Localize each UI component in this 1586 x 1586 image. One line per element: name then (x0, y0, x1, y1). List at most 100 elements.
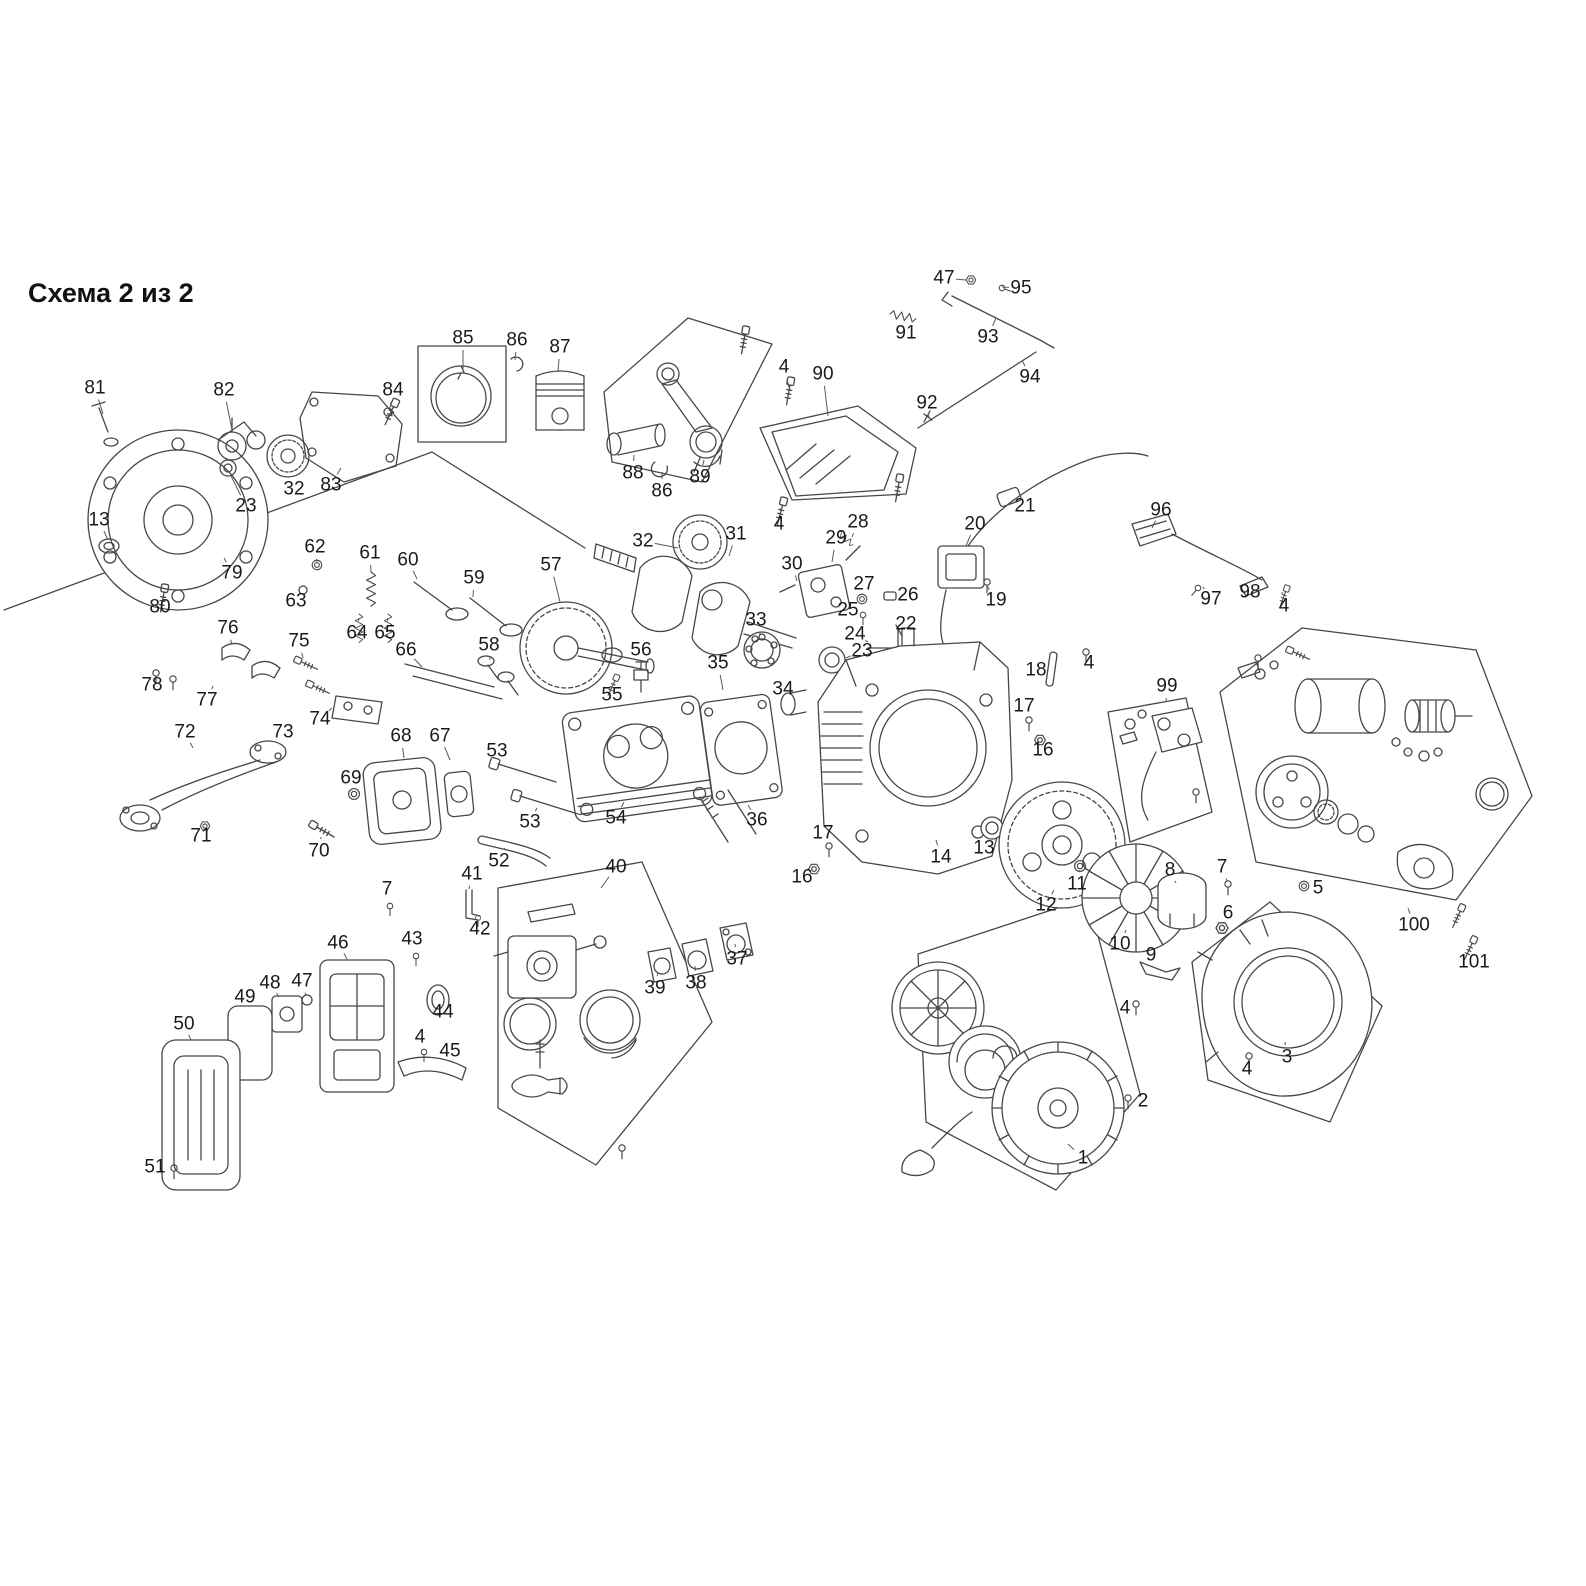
part-label-53: 53 (519, 811, 541, 833)
part-label-45: 45 (439, 1040, 461, 1062)
part-label-17: 17 (1013, 695, 1035, 717)
part-label-89: 89 (689, 466, 711, 488)
part-label-5: 5 (1312, 877, 1324, 899)
drive-housing (1396, 843, 1454, 890)
exhaust-pipe (119, 740, 287, 832)
part-label-16: 16 (1032, 739, 1054, 761)
part-label-56: 56 (630, 639, 652, 661)
piston (535, 370, 585, 431)
part-label-34: 34 (772, 678, 794, 700)
pin-clip-a (510, 356, 524, 372)
construction-lines (3, 317, 1533, 1191)
part-label-12: 12 (1035, 894, 1057, 916)
muffler-gasket (443, 770, 475, 818)
part-label-70: 70 (308, 840, 330, 862)
part-label-39: 39 (644, 977, 666, 999)
part-label-94: 94 (1019, 366, 1041, 388)
part-label-38: 38 (685, 972, 707, 994)
part-label-64: 64 (346, 622, 368, 644)
part-label-72: 72 (174, 721, 196, 743)
part-label-32: 32 (632, 530, 654, 552)
part-label-61: 61 (359, 542, 381, 564)
part-label-2: 2 (1137, 1090, 1149, 1112)
part-label-97: 97 (1200, 588, 1222, 610)
part-label-26: 26 (897, 584, 919, 606)
part-label-27: 27 (853, 573, 875, 595)
air-guide (771, 415, 899, 497)
part-label-71: 71 (190, 825, 212, 847)
part-label-13: 13 (973, 837, 995, 859)
part-label-99: 99 (1156, 675, 1178, 697)
piston-pin (606, 423, 666, 456)
part-label-1: 1 (1077, 1147, 1089, 1169)
part-label-25: 25 (837, 599, 859, 621)
crankshaft (593, 514, 797, 656)
governor-gear (217, 417, 266, 477)
part-label-74: 74 (309, 708, 331, 730)
part-label-100: 100 (1398, 914, 1430, 936)
part-label-51: 51 (144, 1156, 166, 1178)
part-label-32: 32 (283, 478, 305, 500)
rope-handle (901, 1111, 973, 1177)
part-label-49: 49 (234, 986, 256, 1008)
part-label-13: 13 (88, 509, 110, 531)
part-label-4: 4 (1241, 1058, 1253, 1080)
part-label-67: 67 (429, 725, 451, 747)
part-label-65: 65 (374, 622, 396, 644)
part-label-40: 40 (605, 856, 627, 878)
part-label-4: 4 (414, 1026, 426, 1048)
part-label-33: 33 (745, 609, 767, 631)
part-label-78: 78 (141, 674, 163, 696)
part-label-4: 4 (1278, 595, 1290, 617)
part-label-52: 52 (488, 850, 510, 872)
piston-rings (430, 365, 492, 427)
part-label-62: 62 (304, 536, 326, 558)
head-bolts (488, 756, 579, 815)
part-label-92: 92 (916, 392, 938, 414)
part-label-47: 47 (291, 970, 313, 992)
governor-linkage (888, 275, 1055, 429)
part-label-4: 4 (1119, 997, 1131, 1019)
part-label-21: 21 (1014, 495, 1036, 517)
part-label-60: 60 (397, 549, 419, 571)
part-label-28: 28 (847, 511, 869, 533)
part-label-9: 9 (1145, 944, 1157, 966)
part-label-7: 7 (381, 878, 393, 900)
part-label-80: 80 (149, 596, 171, 618)
cylinder-head (561, 695, 713, 823)
recoil-starter (891, 961, 1132, 1177)
part-label-69: 69 (340, 767, 362, 789)
carburetor (465, 889, 641, 1160)
part-label-37: 37 (726, 948, 748, 970)
valves-and-springs (298, 559, 523, 700)
part-label-58: 58 (478, 634, 500, 656)
part-label-10: 10 (1109, 933, 1131, 955)
part-label-41: 41 (461, 863, 483, 885)
part-label-23: 23 (235, 495, 257, 517)
part-label-95: 95 (1010, 277, 1032, 299)
muffler (362, 756, 442, 845)
part-label-4: 4 (778, 356, 790, 378)
part-label-82: 82 (213, 379, 235, 401)
part-label-50: 50 (173, 1013, 195, 1035)
head-gasket (699, 693, 783, 806)
part-label-75: 75 (288, 630, 310, 652)
electric-starter (1237, 645, 1509, 962)
part-label-8: 8 (1164, 859, 1176, 881)
part-label-53: 53 (486, 740, 508, 762)
part-label-30: 30 (781, 553, 803, 575)
part-label-59: 59 (463, 567, 485, 589)
part-label-66: 66 (395, 639, 417, 661)
part-label-20: 20 (964, 513, 986, 535)
camshaft (519, 601, 655, 695)
starter-cup (1157, 872, 1207, 930)
blower-housing (1197, 911, 1373, 1097)
part-label-63: 63 (285, 590, 307, 612)
part-label-87: 87 (549, 336, 571, 358)
rope-pulley (891, 961, 985, 1055)
part-label-11: 11 (1067, 873, 1087, 895)
part-label-86: 86 (506, 329, 528, 351)
part-label-4: 4 (773, 513, 785, 535)
